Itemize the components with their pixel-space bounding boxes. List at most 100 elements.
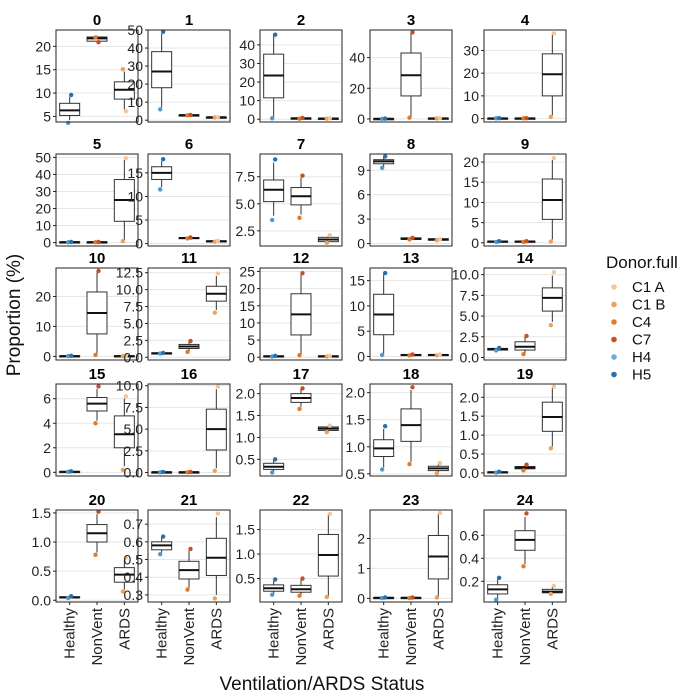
- panel-title: 23: [403, 492, 420, 509]
- y-tick-label: 40: [35, 166, 51, 182]
- y-tick-label: 1.5: [460, 408, 480, 424]
- data-point: [123, 394, 129, 399]
- data-point: [160, 469, 166, 475]
- y-tick-label: 40: [349, 50, 365, 66]
- box: [113, 415, 135, 449]
- data-point: [160, 534, 166, 539]
- y-tick-label: 2.5: [236, 223, 256, 239]
- y-tick-label: 1.5: [236, 522, 256, 538]
- panel-title: 21: [181, 492, 198, 509]
- y-tick-label: 10.0: [116, 378, 143, 394]
- legend-label: C1 B: [632, 297, 665, 314]
- x-tick-label: ARDS: [430, 608, 447, 650]
- data-point: [434, 595, 440, 600]
- data-point: [96, 509, 101, 514]
- data-point: [496, 115, 502, 121]
- data-point: [521, 564, 526, 569]
- data-point: [300, 386, 305, 391]
- panel-border: [147, 267, 231, 361]
- box: [541, 287, 563, 312]
- y-tick-label: 0.7: [124, 516, 144, 532]
- y-tick-label: 10: [349, 298, 365, 314]
- data-point: [327, 511, 333, 517]
- y-tick-label: 7.5: [124, 299, 144, 315]
- y-tick-label: 40: [127, 40, 143, 56]
- panel-title: 5: [93, 136, 101, 153]
- y-tick-label: 0.0: [124, 349, 144, 365]
- data-point: [188, 235, 193, 240]
- data-point: [123, 353, 129, 359]
- y-tick-label: 0.0: [32, 592, 52, 608]
- y-tick-label: 2.0: [460, 389, 480, 405]
- panel-border: [483, 267, 567, 361]
- data-point: [379, 352, 385, 358]
- x-tick-label: Healthy: [154, 608, 171, 659]
- box: [151, 51, 173, 89]
- y-tick-label: 50: [127, 22, 143, 38]
- y-tick-label: 20: [239, 74, 255, 90]
- x-tick-label: NonVent: [89, 607, 106, 665]
- y-tick-label: 0.6: [460, 527, 480, 543]
- data-point: [212, 596, 218, 601]
- data-point: [407, 461, 412, 467]
- y-tick-label: 10: [463, 194, 479, 210]
- data-point: [437, 115, 443, 121]
- panel-11: 110.02.55.07.510.012.5: [116, 250, 231, 365]
- panel-title: 0: [93, 12, 101, 29]
- panel-title: 2: [297, 12, 305, 29]
- data-point: [524, 462, 529, 467]
- y-tick-label: 15: [35, 62, 51, 78]
- data-point: [379, 467, 385, 472]
- y-tick-label: 1.5: [236, 408, 256, 424]
- data-point: [496, 575, 502, 581]
- panel-title: 14: [517, 250, 534, 267]
- legend-entry: C4: [611, 314, 651, 331]
- data-point: [300, 115, 305, 121]
- data-point: [269, 116, 275, 121]
- data-point: [524, 511, 529, 516]
- y-tick-label: 1.5: [346, 412, 366, 428]
- x-tick-label: NonVent: [403, 607, 420, 665]
- data-point: [160, 350, 166, 356]
- y-tick-label: 0.4: [124, 569, 144, 585]
- data-point: [96, 39, 101, 45]
- data-point: [521, 351, 526, 357]
- y-tick-label: 2: [43, 440, 51, 456]
- panel-border: [55, 153, 139, 247]
- y-tick-label: 0.5: [124, 552, 144, 568]
- data-point: [324, 594, 330, 600]
- data-point: [548, 322, 554, 328]
- y-tick-label: 30: [463, 42, 479, 58]
- y-tick-label: 5.0: [460, 308, 480, 324]
- panel-title: 3: [407, 12, 415, 29]
- panel-border: [147, 383, 231, 477]
- y-tick-label: 0.5: [460, 446, 480, 462]
- data-point: [157, 187, 163, 192]
- y-tick-label: 0.0: [460, 465, 480, 481]
- panel-border: [369, 267, 453, 361]
- data-point: [272, 353, 278, 359]
- data-point: [410, 235, 415, 241]
- x-tick-label: ARDS: [208, 608, 225, 650]
- y-tick-label: 20: [35, 288, 51, 304]
- y-tick-label: 10.0: [116, 282, 143, 298]
- y-tick-label: 2.0: [236, 386, 256, 402]
- y-tick-label: 0: [247, 111, 255, 127]
- panel-border: [55, 267, 139, 361]
- y-tick-label: 0: [247, 349, 255, 365]
- data-point: [300, 173, 305, 178]
- data-point: [68, 353, 74, 359]
- y-tick-label: 0: [43, 235, 51, 251]
- data-point: [437, 460, 443, 466]
- data-point: [160, 156, 166, 162]
- panel-border: [147, 153, 231, 247]
- data-point: [300, 576, 305, 581]
- legend-label: C7: [632, 332, 651, 349]
- y-tick-label: 2.5: [460, 329, 480, 345]
- panel-border: [483, 153, 567, 247]
